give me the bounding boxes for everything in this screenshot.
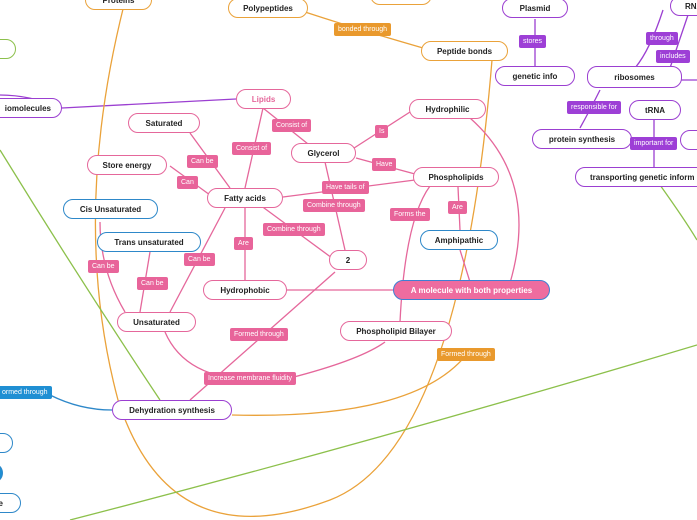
node-top-partial[interactable] — [370, 0, 432, 5]
label-is[interactable]: Is — [375, 125, 389, 138]
label-can[interactable]: Can — [177, 176, 198, 189]
node-hydrophobic[interactable]: Hydrophobic — [203, 280, 287, 300]
node-phospholipid-bilayer[interactable]: Phospholipid Bilayer — [340, 321, 452, 341]
node-polypeptides[interactable]: Polypeptides — [228, 0, 308, 18]
node-plasmid[interactable]: Plasmid — [502, 0, 568, 18]
node-saturated[interactable]: Saturated — [128, 113, 200, 133]
node-transporting-genetic-info[interactable]: transporting genetic inform — [575, 167, 697, 187]
label-includes[interactable]: includes — [656, 50, 690, 63]
label-combine-through-2[interactable]: Combine through — [263, 223, 325, 236]
node-biomolecules[interactable]: iomolecules — [0, 98, 62, 118]
node-lipids[interactable]: Lipids — [236, 89, 291, 109]
label-are-2[interactable]: Are — [234, 237, 253, 250]
label-formed-through-2[interactable]: Formed through — [437, 348, 495, 361]
node-rna[interactable]: RNA — [670, 0, 697, 16]
label-forms-the[interactable]: Forms the — [390, 208, 430, 221]
node-phospholipids[interactable]: Phospholipids — [413, 167, 499, 187]
node-protein-synthesis[interactable]: protein synthesis — [532, 129, 632, 149]
label-can-be-1[interactable]: Can be — [187, 155, 218, 168]
node-amphipathic[interactable]: Amphipathic — [420, 230, 498, 250]
label-important-for[interactable]: important for — [630, 137, 678, 150]
node-ribosomes[interactable]: ribosomes — [587, 66, 682, 88]
node-right-partial[interactable] — [680, 130, 697, 150]
label-combine-through-1[interactable]: Combine through — [303, 199, 365, 212]
node-store-energy[interactable]: Store energy — [87, 155, 167, 175]
label-through[interactable]: through — [646, 32, 678, 45]
node-proteins[interactable]: Proteins — [85, 0, 152, 10]
node-peptide-bonds[interactable]: Peptide bonds — [421, 41, 508, 61]
label-formed-through-1[interactable]: Formed through — [230, 328, 288, 341]
label-responsible-for[interactable]: responsible for — [567, 101, 621, 114]
label-increase-membrane-fluidity[interactable]: Increase membrane fluidity — [204, 372, 297, 385]
label-can-be-4[interactable]: Can be — [137, 277, 168, 290]
label-have[interactable]: Have — [372, 158, 397, 171]
node-both-properties[interactable]: A molecule with both properties — [393, 280, 550, 300]
node-trna[interactable]: tRNA — [629, 100, 681, 120]
label-bonded-through[interactable]: bonded through — [334, 23, 392, 36]
label-formed-through-3[interactable]: ormed through — [0, 386, 52, 399]
label-stores[interactable]: stores — [519, 35, 547, 48]
node-unsaturated[interactable]: Unsaturated — [117, 312, 196, 332]
node-genetic-info[interactable]: genetic info — [495, 66, 575, 86]
node-cis-unsaturated[interactable]: Cis Unsaturated — [63, 199, 158, 219]
node-glycerol[interactable]: Glycerol — [291, 143, 356, 163]
label-can-be-2[interactable]: Can be — [184, 253, 215, 266]
node-two[interactable]: 2 — [329, 250, 367, 270]
label-can-be-3[interactable]: Can be — [88, 260, 119, 273]
label-are-1[interactable]: Are — [448, 201, 467, 214]
label-consist-of-1[interactable]: Consist of — [272, 119, 312, 132]
node-fatty-acids[interactable]: Fatty acids — [207, 188, 283, 208]
node-left-e[interactable]: e — [0, 493, 21, 513]
node-dehydration-synthesis[interactable]: Dehydration synthesis — [112, 400, 232, 420]
label-consist-of-2[interactable]: Consist of — [232, 142, 272, 155]
node-trans-unsaturated[interactable]: Trans unsaturated — [97, 232, 201, 252]
node-hydrophilic[interactable]: Hydrophilic — [409, 99, 486, 119]
label-have-tails-of[interactable]: Have tails of — [322, 181, 369, 194]
node-left-green[interactable] — [0, 39, 16, 59]
